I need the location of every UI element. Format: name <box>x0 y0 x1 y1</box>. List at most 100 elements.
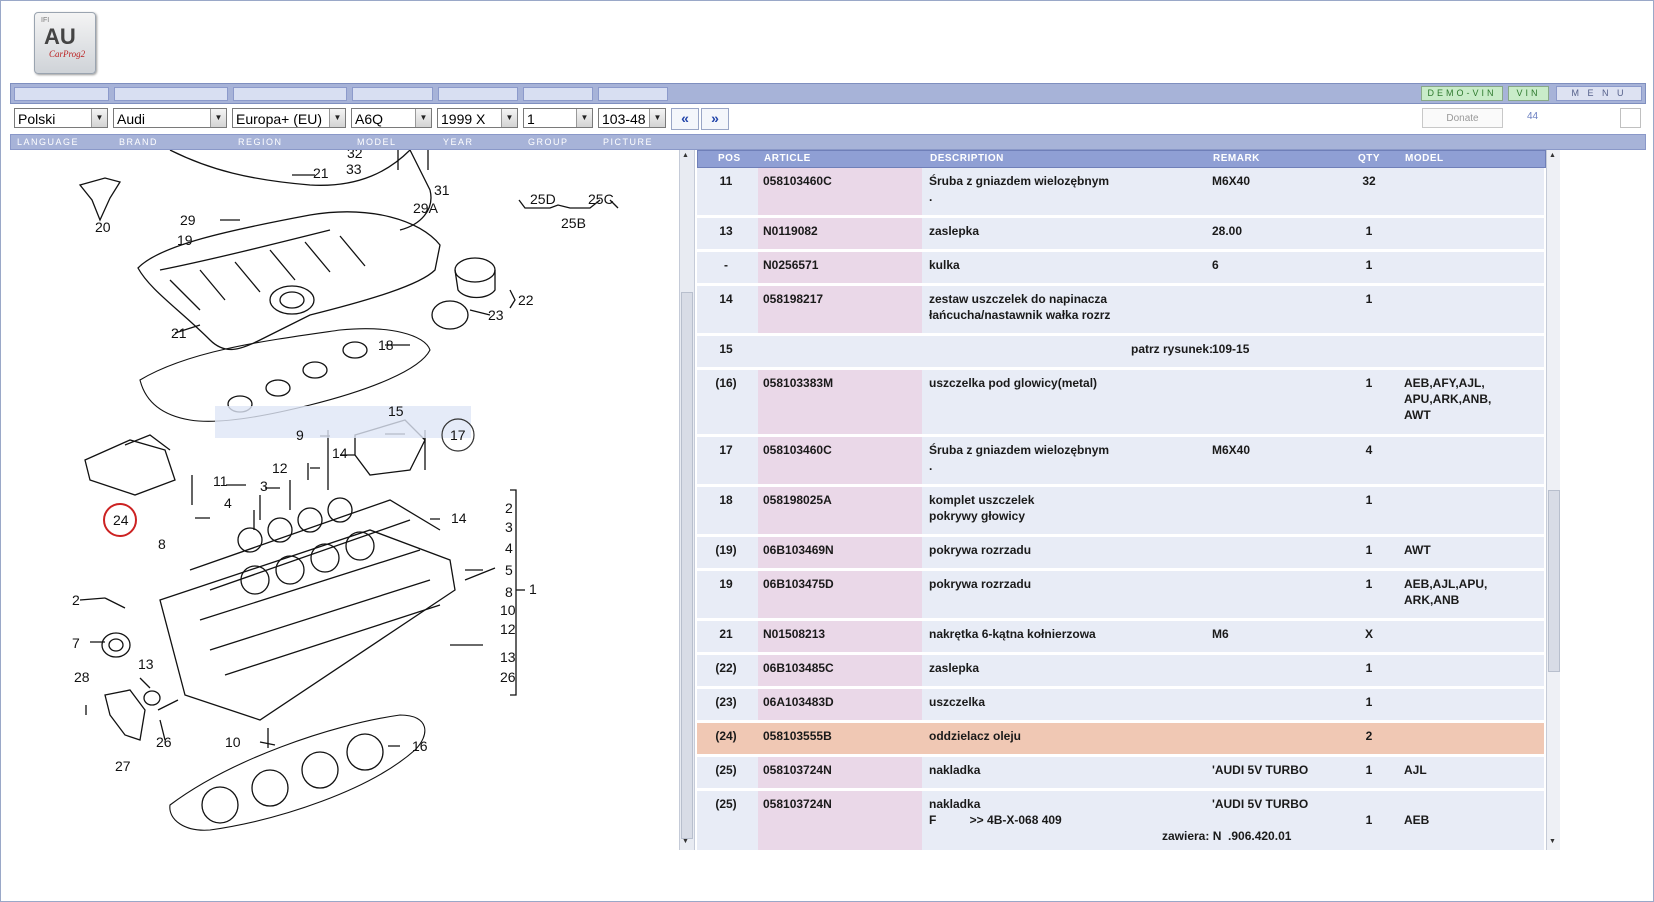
row-article: 058103724N <box>763 797 832 811</box>
model-select-value: A6Q <box>355 111 384 127</box>
header-pos: POS <box>718 153 741 164</box>
table-row[interactable]: (22) 06B103485C zaslepka 1 <box>697 655 1544 689</box>
region-select[interactable]: Europa+ (EU)▼ <box>232 108 346 128</box>
nav-tab-year[interactable] <box>438 87 518 101</box>
diagram-label: 7 <box>72 635 80 651</box>
group-select[interactable]: 1▼ <box>523 108 593 128</box>
nav-tab-region[interactable] <box>233 87 347 101</box>
row-pos: (25) <box>715 763 737 777</box>
table-row[interactable]: (25) 058103724N nakladka F >> 4B-X-068 4… <box>697 791 1544 850</box>
diagram-label: 14 <box>451 510 467 526</box>
picture-select-value: 103-48 <box>602 111 646 127</box>
table-row[interactable]: 14 058198217 zestaw uszczelek do napinac… <box>697 286 1544 336</box>
table-row[interactable]: 17 058103460C Śruba z gniazdem wielozębn… <box>697 437 1544 487</box>
nav-tab-brand[interactable] <box>114 87 228 101</box>
panel-splitter[interactable]: ▲ ▼ <box>679 150 695 850</box>
menu-button[interactable]: M E N U <box>1556 86 1642 101</box>
row-remark: 6 <box>1212 258 1219 272</box>
row-qty: 1 <box>1365 813 1373 827</box>
row-qty: 1 <box>1365 292 1373 306</box>
nav-tab-language[interactable] <box>14 87 109 101</box>
logo-main-text: AU <box>44 24 76 49</box>
diagram-label: 21 <box>171 325 187 341</box>
row-article: 058103460C <box>763 443 832 457</box>
table-header: POS ARTICLE DESCRIPTION REMARK QTY MODEL <box>697 150 1546 168</box>
table-row[interactable]: - N0256571 kulka 6 1 <box>697 252 1544 286</box>
table-row[interactable]: (25) 058103724N nakladka 'AUDI 5V TURBO … <box>697 757 1544 791</box>
chevron-down-icon: ▼ <box>649 109 665 127</box>
scroll-down-icon[interactable]: ▼ <box>1549 838 1556 845</box>
row-description: pokrywa rozrzadu <box>929 543 1032 557</box>
table-scroll-thumb[interactable] <box>1548 490 1560 672</box>
label-model: MODEL <box>357 137 397 147</box>
row-qty: 1 <box>1365 577 1373 591</box>
parts-diagram[interactable]: 20 29 19 21 32 33 31 29A 25D 25C 25B 22 … <box>10 150 678 850</box>
table-row[interactable]: (16) 058103383M uszczelka pod glowicy(me… <box>697 370 1544 437</box>
diagram-label: 5 <box>505 562 513 578</box>
selector-labels: LANGUAGE BRAND REGION MODEL YEAR GROUP P… <box>10 134 1646 150</box>
row-pos: (24) <box>715 729 737 743</box>
table-row[interactable]: 15 patrz rysunek: 109-15 <box>697 336 1544 370</box>
table-row[interactable]: 21 N01508213 nakrętka 6-kątna kołnierzow… <box>697 621 1544 655</box>
table-row[interactable]: 19 06B103475D pokrywa rozrzadu 1 AEB,AJL… <box>697 571 1544 621</box>
diagram-label: 12 <box>500 621 516 637</box>
selector-row: Polski▼ Audi▼ Europa+ (EU)▼ A6Q ▼ 1999 X▼… <box>10 106 1644 132</box>
row-remark: 'AUDI 5V TURBO <box>1212 797 1309 811</box>
row-article: 058103383M <box>763 376 834 390</box>
diagram-label: 18 <box>378 337 394 353</box>
diagram-label: 17 <box>450 427 466 443</box>
year-select[interactable]: 1999 X▼ <box>437 108 518 128</box>
row-pos: (23) <box>715 695 737 709</box>
model-select[interactable]: A6Q ▼ <box>351 108 432 128</box>
nav-tab-group[interactable] <box>523 87 593 101</box>
donate-button[interactable]: Donate <box>1422 108 1503 128</box>
diagram-label: 27 <box>115 758 131 774</box>
diagram-label: 25B <box>561 215 586 231</box>
row-article: N0119082 <box>763 224 818 238</box>
diagram-label: 21 <box>313 165 329 181</box>
row-pos: 21 <box>719 627 733 641</box>
extra-box[interactable] <box>1620 108 1641 128</box>
label-year: YEAR <box>443 137 474 147</box>
row-article: 058198025A <box>763 493 832 507</box>
demo-vin-button[interactable]: DEMO-VIN <box>1421 86 1503 101</box>
table-scrollbar[interactable]: ▲ ▼ <box>1546 150 1560 850</box>
chevron-down-icon: ▼ <box>501 109 517 127</box>
table-row[interactable]: 13 N0119082 zaslepka 28.00 1 <box>697 218 1544 252</box>
row-pos: 17 <box>719 443 733 457</box>
scroll-down-icon[interactable]: ▼ <box>682 838 689 845</box>
row-remark[interactable]: 109-15 <box>1212 342 1250 356</box>
chevron-down-icon: ▼ <box>91 109 107 127</box>
row-remark: 'AUDI 5V TURBO <box>1212 763 1309 777</box>
table-row[interactable]: (23) 06A103483D uszczelka 1 <box>697 689 1544 723</box>
table-row[interactable]: (19) 06B103469N pokrywa rozrzadu 1 AWT <box>697 537 1544 571</box>
scroll-up-icon[interactable]: ▲ <box>1549 152 1556 159</box>
row-pos: 19 <box>719 577 733 591</box>
row-description: uszczelka <box>929 695 986 709</box>
table-row[interactable]: 18 058198025A komplet uszczelek pokrywy … <box>697 487 1544 537</box>
vin-button[interactable]: VIN <box>1508 86 1549 101</box>
scroll-up-icon[interactable]: ▲ <box>682 152 689 159</box>
picture-select[interactable]: 103-48▼ <box>598 108 666 128</box>
diagram-label: 26 <box>500 669 516 685</box>
language-select[interactable]: Polski▼ <box>14 108 108 128</box>
diagram-label: 2 <box>505 500 513 516</box>
previous-picture-button[interactable]: « <box>671 108 699 130</box>
brand-select[interactable]: Audi▼ <box>113 108 227 128</box>
diagram-scroll-thumb[interactable] <box>681 292 693 839</box>
row-description: kulka <box>929 258 960 272</box>
nav-tab-model[interactable] <box>352 87 433 101</box>
group-select-value: 1 <box>527 111 535 127</box>
nav-tab-picture[interactable] <box>598 87 668 101</box>
next-picture-button[interactable]: » <box>701 108 729 130</box>
header-model: MODEL <box>1405 153 1444 164</box>
row-remark: M6 <box>1212 627 1229 641</box>
diagram-label: 19 <box>177 232 193 248</box>
row-qty: 1 <box>1365 543 1373 557</box>
table-row-selected[interactable]: (24) 058103555B oddzielacz oleju 2 <box>697 723 1544 757</box>
row-description: nakladka F >> 4B-X-068 409 <box>929 797 1062 827</box>
diagram-label: 32 <box>347 150 363 161</box>
chevron-down-icon: ▼ <box>415 109 431 127</box>
chevron-down-icon: ▼ <box>329 109 345 127</box>
table-row[interactable]: 11 058103460C Śruba z gniazdem wielozębn… <box>697 168 1544 218</box>
